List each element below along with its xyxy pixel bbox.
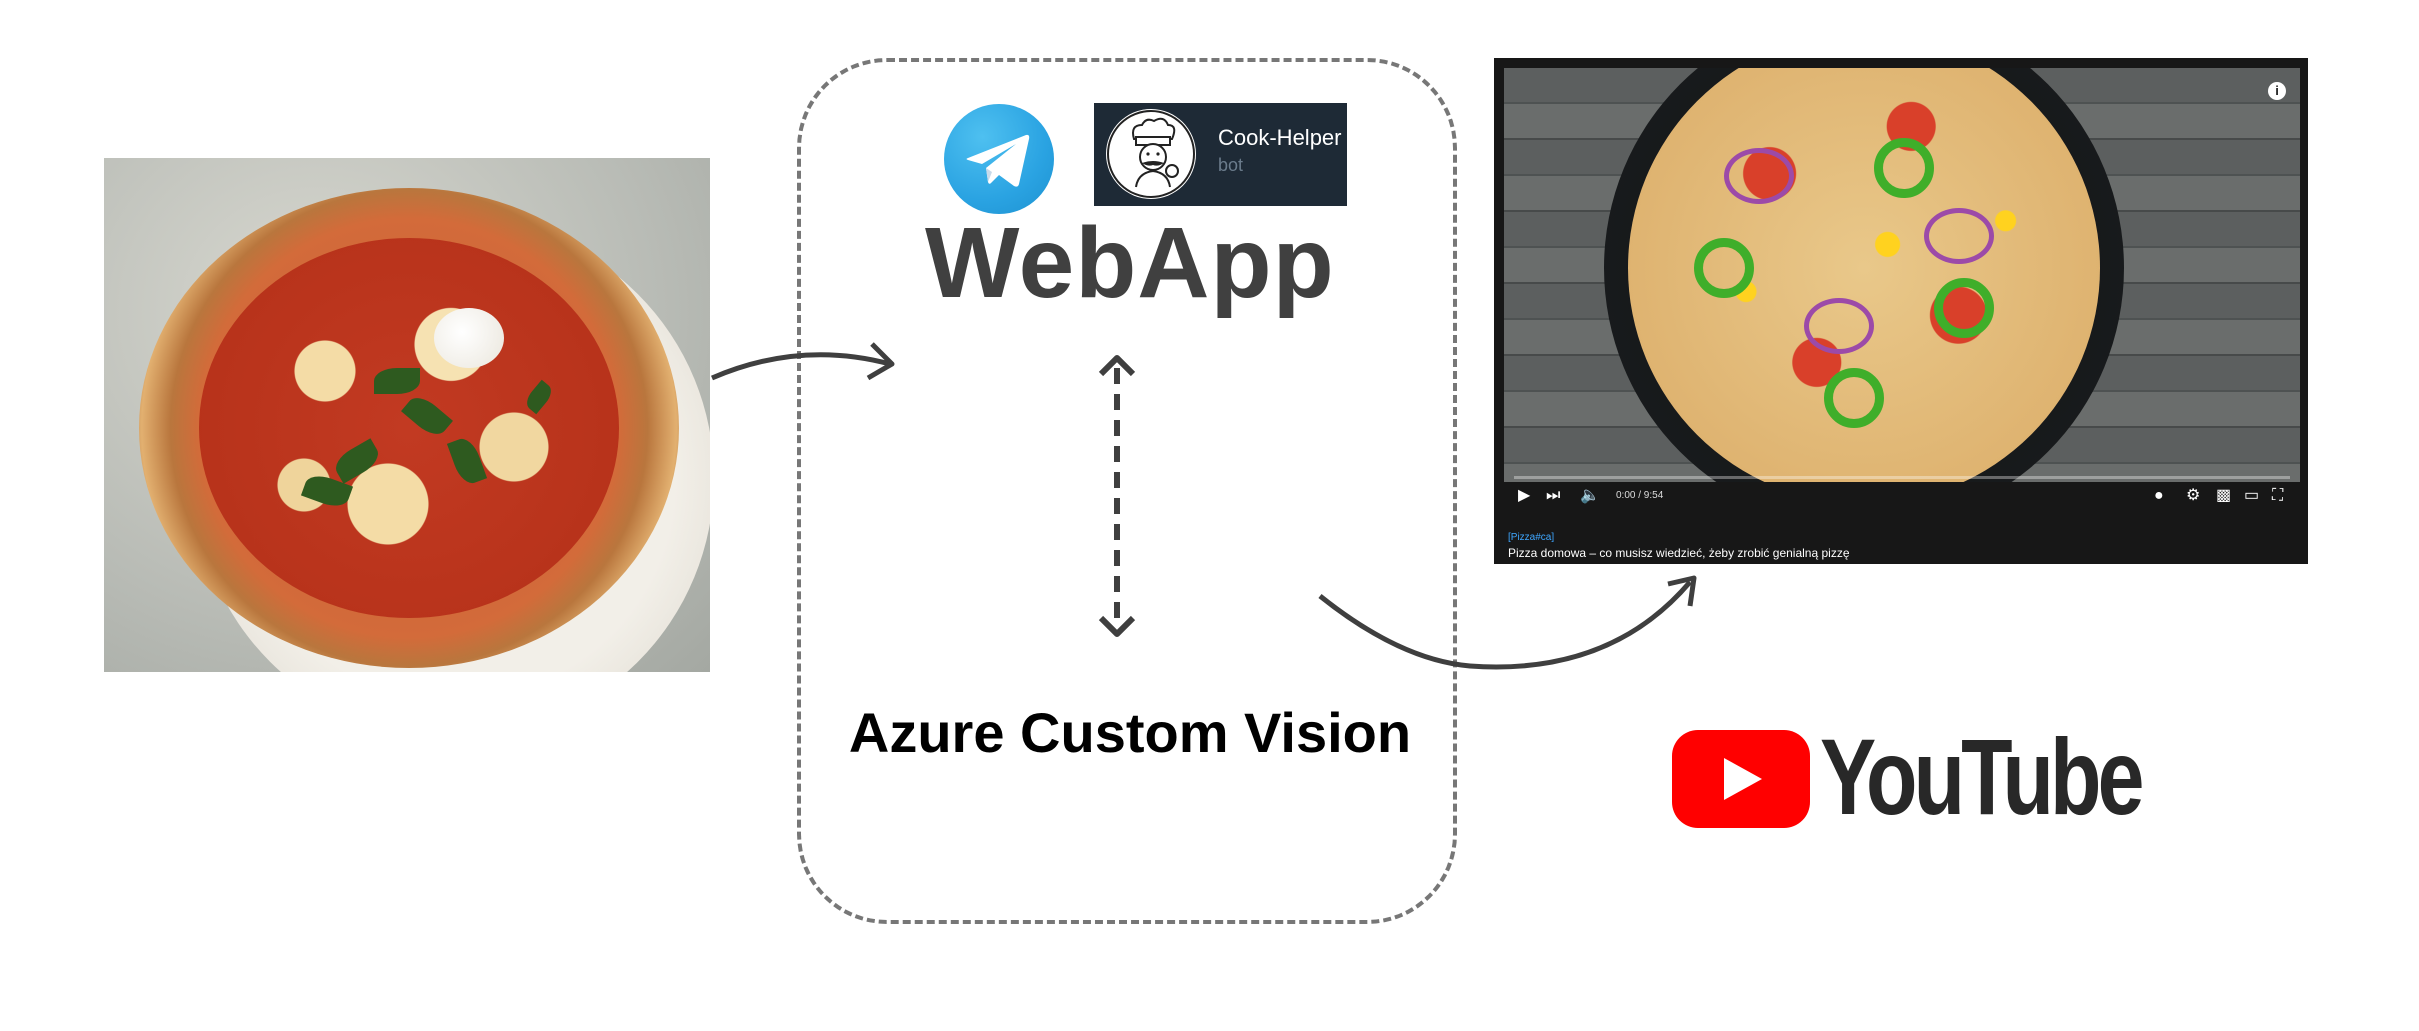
arrow-vision-to-youtube xyxy=(1318,580,1692,670)
onion-ring xyxy=(1924,208,1994,264)
volume-icon[interactable]: 🔈 xyxy=(1580,487,1600,504)
basil-leaf xyxy=(374,368,420,394)
video-title[interactable]: Pizza domowa – co musisz wiedzieć, żeby … xyxy=(1508,546,1850,560)
pepper-ring xyxy=(1874,138,1934,198)
play-icon[interactable]: ▶ xyxy=(1518,487,1531,504)
arrow-pizza-to-webapp xyxy=(711,352,891,381)
video-player[interactable]: i ▶ ⏭ 🔈 0:00 / 9:54 ● ⚙ ▩ ▭ ⛶ [Pizza#ca]… xyxy=(1494,58,2308,564)
miniplayer-icon[interactable]: ▩ xyxy=(2216,487,2232,504)
pepper-ring xyxy=(1694,238,1754,298)
pepper-ring xyxy=(1934,278,1994,338)
arrow-head-webapp xyxy=(866,342,895,381)
bot-subtitle: bot xyxy=(1218,155,1244,175)
info-icon[interactable]: i xyxy=(2268,82,2286,100)
next-icon[interactable]: ⏭ xyxy=(1546,487,1561,504)
arrow-head-down xyxy=(1098,615,1136,637)
video-controls: ▶ ⏭ 🔈 0:00 / 9:54 ● ⚙ ▩ ▭ ⛶ xyxy=(1504,476,2300,516)
autoplay-toggle-icon[interactable]: ● xyxy=(2154,487,2164,504)
bot-name: Cook-Helper xyxy=(1218,125,1342,150)
theater-icon[interactable]: ▭ xyxy=(2244,487,2260,504)
video-tag[interactable]: [Pizza#ca] xyxy=(1508,532,1555,543)
webapp-title: WebApp xyxy=(925,207,1335,319)
azure-custom-vision-label: Azure Custom Vision xyxy=(848,701,1412,764)
play-triangle-icon xyxy=(1724,758,1762,800)
chef-avatar-icon xyxy=(1106,109,1196,199)
onion-ring xyxy=(1724,148,1794,204)
cook-helper-bot-badge: Cook-Helper bot xyxy=(1094,103,1347,206)
telegram-icon xyxy=(944,104,1054,214)
arrow-head-up xyxy=(1098,355,1136,377)
mozzarella xyxy=(434,308,504,368)
youtube-wordmark: YouTube xyxy=(1820,716,2144,837)
pizza-topping xyxy=(199,238,619,618)
fullscreen-icon[interactable]: ⛶ xyxy=(2272,487,2284,504)
pizza-photo xyxy=(104,158,710,672)
video-thumbnail[interactable]: i xyxy=(1504,68,2300,482)
youtube-play-icon xyxy=(1672,730,1810,828)
onion-ring xyxy=(1804,298,1874,354)
settings-icon[interactable]: ⚙ xyxy=(2186,487,2201,504)
pepper-ring xyxy=(1824,368,1884,428)
webapp-container xyxy=(797,58,1457,924)
video-time: 0:00 / 9:54 xyxy=(1616,490,1664,501)
arrow-head-youtube xyxy=(1667,575,1697,607)
progress-bar[interactable] xyxy=(1514,476,2290,479)
